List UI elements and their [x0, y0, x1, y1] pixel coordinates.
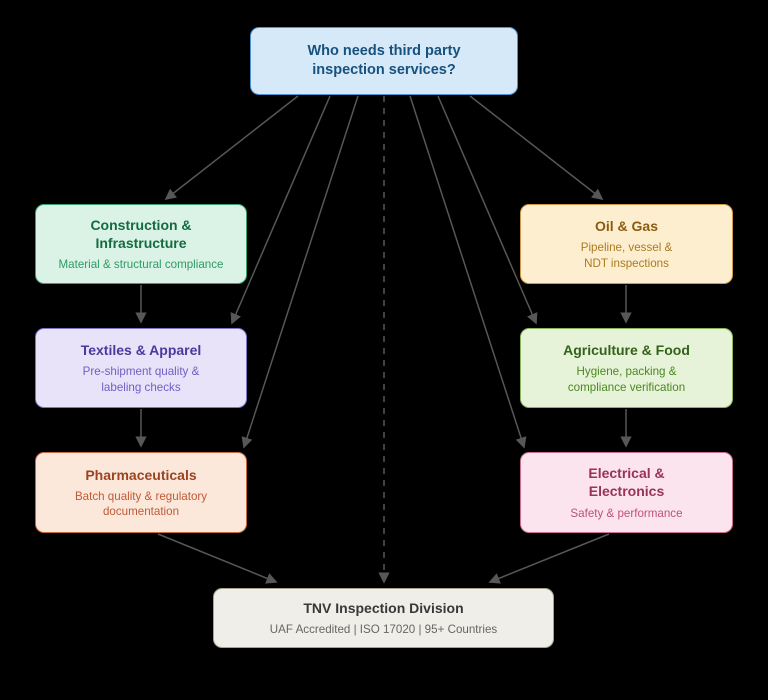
- node-agrifood-subtitle: Hygiene, packing & compliance verificati…: [567, 365, 686, 394]
- edge-electrical-footer: [488, 533, 610, 584]
- node-agrifood-title: Agriculture & Food: [563, 342, 690, 359]
- edge-root-electrical: [409, 95, 527, 449]
- node-pharma-title: Pharmaceuticals: [85, 466, 197, 483]
- node-footer-title: TNV Inspection Division: [303, 599, 464, 616]
- edge-root-pharma: [241, 95, 359, 449]
- node-pharma-subtitle: Batch quality & regulatory documentation: [74, 489, 208, 519]
- node-oilgas: Oil & Gas Pipeline, vessel & NDT inspect…: [520, 204, 733, 284]
- node-construction-subtitle: Material & structural compliance: [58, 258, 224, 272]
- node-agrifood: Agriculture & Food Hygiene, packing & co…: [520, 328, 733, 408]
- node-footer-subtitle: UAF Accredited | ISO 17020 | 95+ Countri…: [269, 622, 498, 636]
- node-construction-title: Construction & Infrastructure: [90, 216, 192, 251]
- edge-root-agrifood: [437, 95, 538, 325]
- node-textiles: Textiles & Apparel Pre-shipment quality …: [35, 328, 247, 408]
- node-textiles-subtitle: Pre-shipment quality & labeling checks: [82, 365, 200, 394]
- node-electrical: Electrical & Electronics Safety & perfor…: [520, 452, 733, 533]
- node-pharma: Pharmaceuticals Batch quality & regulato…: [35, 452, 247, 533]
- edge-root-textiles: [230, 95, 331, 325]
- node-electrical-subtitle: Safety & performance: [570, 506, 683, 520]
- edge-root-oilgas: [469, 95, 604, 201]
- edge-pharma-footer: [157, 533, 278, 584]
- node-root-question: Who needs third party inspection service…: [250, 27, 518, 95]
- node-root-question-title: Who needs third party inspection service…: [307, 43, 461, 78]
- node-oilgas-title: Oil & Gas: [594, 218, 659, 235]
- node-construction: Construction & Infrastructure Material &…: [35, 204, 247, 284]
- node-oilgas-subtitle: Pipeline, vessel & NDT inspections: [580, 241, 673, 270]
- edge-root-construction: [164, 95, 299, 201]
- node-electrical-title: Electrical & Electronics: [588, 465, 665, 500]
- node-textiles-title: Textiles & Apparel: [80, 342, 202, 359]
- node-footer: TNV Inspection Division UAF Accredited |…: [213, 588, 554, 648]
